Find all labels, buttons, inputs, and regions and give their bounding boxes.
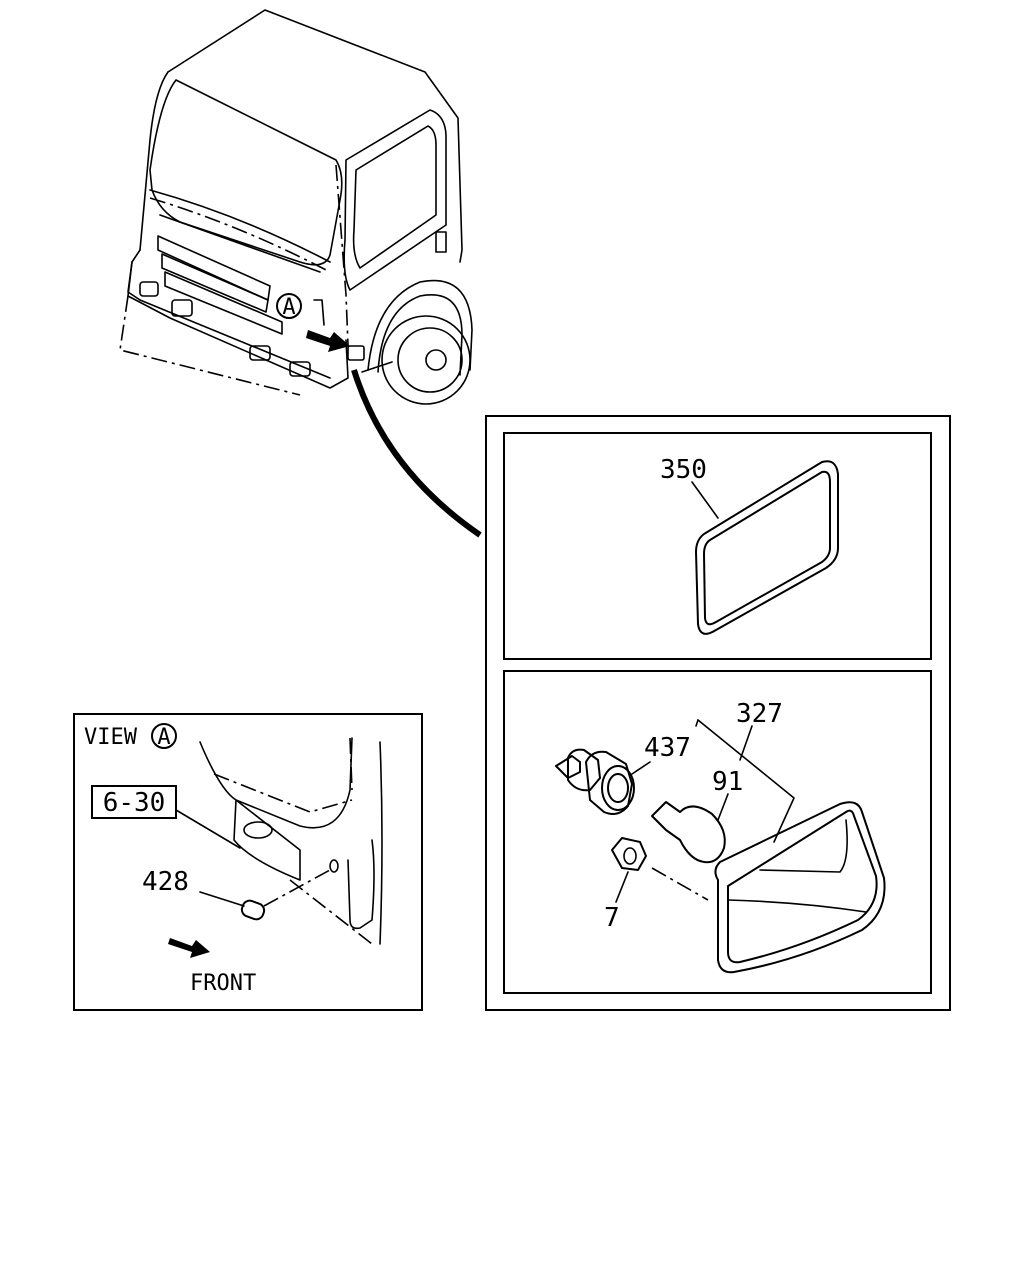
bulb-leader-line bbox=[717, 793, 729, 821]
grommet-part[interactable] bbox=[240, 899, 266, 922]
nut-leader-line bbox=[615, 871, 629, 903]
nut-assembly-line bbox=[651, 867, 709, 901]
lamp-housing-part[interactable] bbox=[714, 801, 886, 974]
lamp-subpanel bbox=[503, 670, 932, 994]
truck-cab-illustration bbox=[119, 9, 473, 405]
lamp-bracket-end bbox=[695, 719, 699, 727]
detail-leader-curve bbox=[351, 369, 482, 538]
callout-marker-label: A bbox=[282, 295, 295, 320]
part-number-327[interactable]: 327 bbox=[736, 699, 783, 729]
ref-box-label[interactable]: 6-30 bbox=[103, 788, 166, 818]
cab-direction-arrow-icon bbox=[306, 330, 350, 352]
ref-leader-line bbox=[175, 809, 241, 849]
view-marker-label: A bbox=[157, 725, 170, 750]
lens-part[interactable] bbox=[695, 460, 839, 635]
front-label: FRONT bbox=[190, 971, 256, 996]
socket-leader-line bbox=[631, 761, 651, 775]
view-label: VIEW bbox=[84, 725, 138, 750]
part-number-350[interactable]: 350 bbox=[660, 455, 707, 485]
grommet-leader-line bbox=[199, 891, 245, 907]
view-marker-circle bbox=[151, 723, 177, 749]
front-arrow-icon bbox=[168, 938, 210, 958]
bulb-part[interactable] bbox=[651, 801, 726, 864]
nut-part[interactable] bbox=[611, 837, 647, 871]
part-number-428[interactable]: 428 bbox=[142, 867, 189, 897]
socket-part[interactable] bbox=[555, 748, 635, 815]
part-number-91[interactable]: 91 bbox=[712, 767, 743, 797]
ref-box[interactable] bbox=[91, 785, 177, 819]
lens-subpanel bbox=[503, 432, 932, 660]
part-number-437[interactable]: 437 bbox=[644, 733, 691, 763]
detail-panel-frame bbox=[485, 415, 951, 1011]
lens-leader-line bbox=[691, 481, 719, 519]
fender-panel-illustration bbox=[199, 737, 383, 945]
lamp-leader-line bbox=[739, 725, 753, 761]
lamp-bracket-line bbox=[697, 719, 795, 843]
view-a-callout[interactable]: A bbox=[276, 293, 325, 326]
view-a-panel-frame bbox=[73, 713, 423, 1011]
grommet-assembly-line bbox=[263, 869, 331, 907]
part-number-7[interactable]: 7 bbox=[604, 903, 620, 933]
